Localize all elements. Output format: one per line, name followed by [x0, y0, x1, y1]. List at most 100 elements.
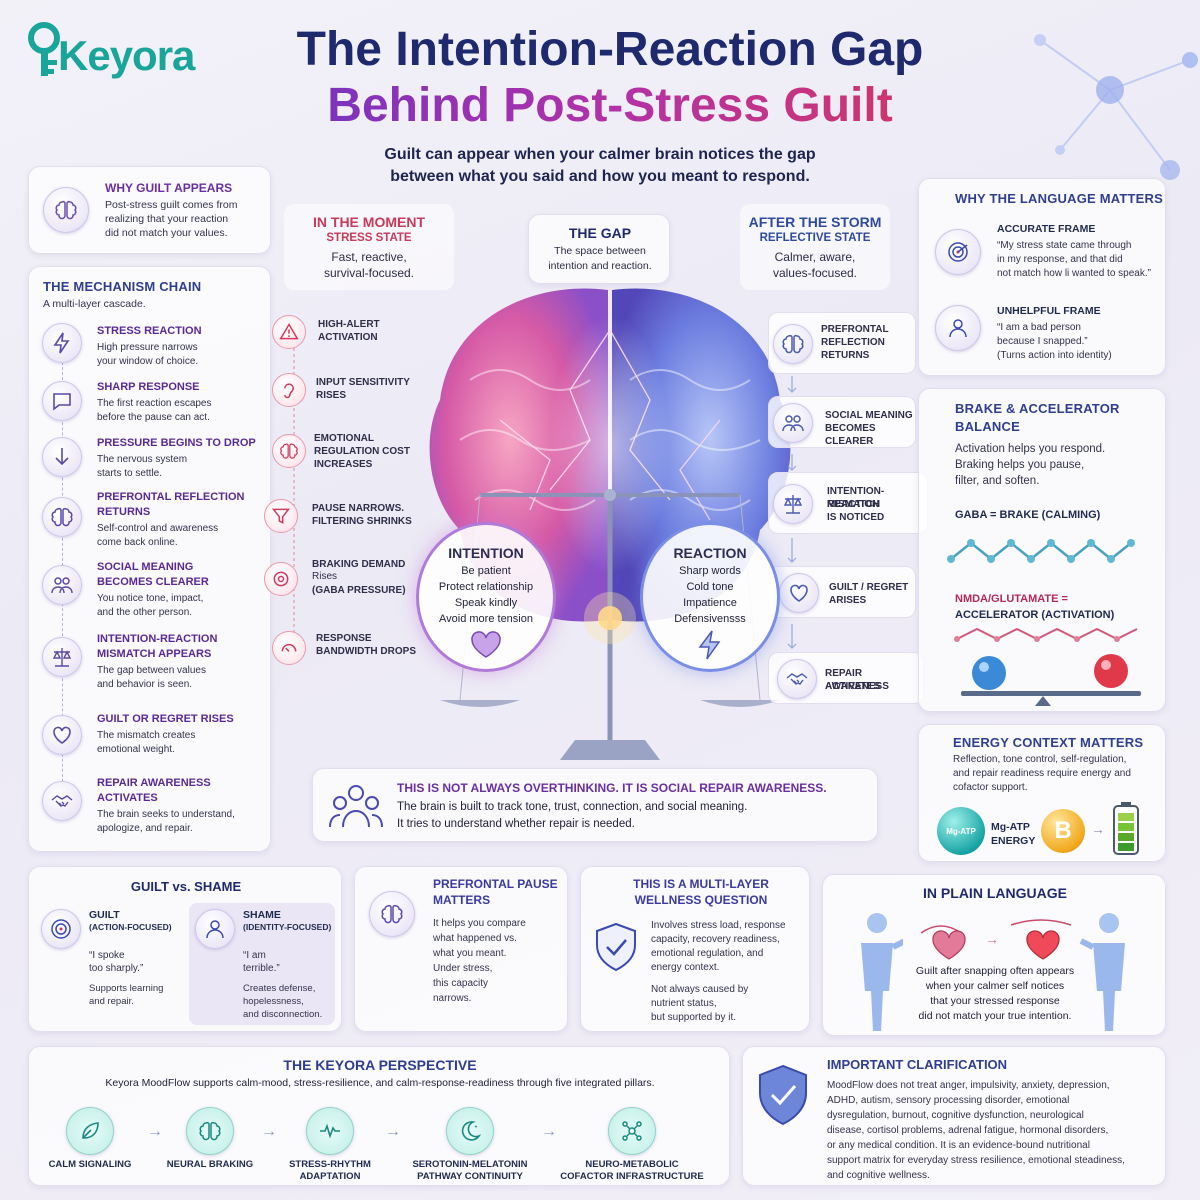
pause-line: what you meant.: [433, 948, 507, 959]
pillar-label-2: COFACTOR INFRASTRUCTURE: [560, 1171, 704, 1182]
moment-item: PAUSE NARROWS. FILTERING SHRINKS: [262, 494, 422, 542]
mechanism-item-title: GUILT OR REGRET RISES: [97, 713, 234, 725]
ear-icon: [272, 373, 306, 407]
moment-item-label-2: REGULATION COST: [314, 446, 410, 457]
storm-item-label-1: REPAIR AWARENESS: [825, 668, 889, 692]
group-people-icon: [329, 785, 383, 828]
mechanism-title: THE MECHANISM CHAIN: [43, 279, 202, 294]
page-title-line2: Behind Post-Stress Guilt: [220, 78, 1000, 134]
brand-name: Keyora: [58, 32, 195, 79]
guilt-text-1: Supports learning: [89, 983, 164, 994]
gap-title: THE GAP: [568, 225, 632, 241]
neuron-network-decoration: [1034, 34, 1198, 180]
funnel-icon: [264, 499, 298, 533]
lightning-icon: [698, 630, 721, 660]
brand-logo: Keyora: [24, 18, 214, 84]
mechanism-item-text-2: apologize, and repair.: [97, 823, 193, 834]
moment-item: HIGH-ALERT ACTIVATION: [270, 310, 420, 358]
target-icon: [935, 229, 981, 275]
people-icon: [773, 403, 813, 443]
clarification-line: ADHD, autism, sensory processing disorde…: [827, 1095, 1070, 1106]
gaba-molecule-icon: [947, 539, 1135, 563]
guilt-quote-1: “I spoke: [89, 950, 125, 961]
moment-item-label-2: BANDWIDTH DROPS: [316, 646, 416, 657]
storm-desc-2: values-focused.: [772, 266, 858, 280]
shield-check-icon: [759, 1064, 807, 1126]
subtitle-line2: between what you said and how you meant …: [390, 168, 810, 185]
mechanism-item: STRESS REACTION High pressure narrows yo…: [29, 319, 272, 379]
unhelpful-text-1: “I am a bad person: [997, 322, 1081, 333]
energy-context-card: ENERGY CONTEXT MATTERS Reflection, tone …: [918, 724, 1166, 862]
brake-icon: [264, 562, 298, 596]
shame-quote-1: “I am: [243, 950, 266, 961]
clarification-card: IMPORTANT CLARIFICATION MoodFlow does no…: [742, 1046, 1166, 1186]
pillar-label-1: SEROTONIN-MELATONIN: [412, 1159, 528, 1170]
mechanism-item-title-2: BECOMES CLEARER: [97, 576, 209, 588]
heart-icon: [779, 573, 819, 613]
mechanism-item-title: SHARP RESPONSE: [97, 381, 200, 393]
energy-text-2: and repair readiness require energy and: [953, 768, 1131, 779]
heart-icon: [42, 715, 82, 755]
storm-item-label-1: GUILT / REGRET: [829, 582, 909, 593]
storm-desc-1: Calmer, aware,: [774, 250, 856, 264]
brain-icon: [773, 324, 813, 364]
brake-text-2: Braking helps you pause,: [955, 459, 1085, 471]
multilayer-line: energy context.: [651, 962, 720, 973]
arrow-down-icon: [42, 437, 82, 477]
clarification-line: dysregulation, burnout, cognitive dysfun…: [827, 1110, 1084, 1121]
moment-arrow-line: [293, 330, 295, 650]
why-guilt-title: WHY GUILT APPEARS: [105, 181, 233, 195]
brake-accelerator-card: BRAKE & ACCELERATOR BALANCE Activation h…: [918, 388, 1166, 712]
language-matters-card: WHY THE LANGUAGE MATTERS ACCURATE FRAME …: [918, 178, 1166, 376]
mechanism-item-title: PREFRONTAL REFLECTION: [97, 491, 245, 503]
mechanism-item-text-1: The mismatch creates: [97, 730, 196, 741]
mechanism-item-title: INTENTION-REACTION: [97, 633, 218, 645]
mechanism-item-text-2: your window of choice.: [97, 356, 199, 367]
brain-icon: [272, 434, 306, 468]
pillar-item: NEURO-METABOLIC COFACTOR INFRASTRUCTURE: [557, 1103, 707, 1183]
multilayer-title-1: THIS IS A MULTI-LAYER: [633, 877, 769, 891]
person-icon: [935, 305, 981, 351]
multilayer-line: capacity, recovery readiness,: [651, 934, 780, 945]
reaction-item: Cold tone: [686, 581, 734, 593]
pause-line: Under stress,: [433, 963, 493, 974]
plain-title: IN PLAIN LANGUAGE: [923, 885, 1067, 901]
mechanism-item-text-2: and behavior is seen.: [97, 679, 193, 690]
pillar-label-1: CALM SIGNALING: [48, 1159, 132, 1170]
plain-line: that your stressed response: [930, 995, 1060, 1007]
moment-item-label-2: ACTIVATION: [318, 332, 378, 343]
storm-state: REFLECTIVE STATE: [759, 232, 871, 244]
arrow-right-icon: →: [261, 1123, 277, 1140]
heart-icon: [1010, 919, 1072, 960]
storm-item-label-2: REFLECTION: [821, 337, 885, 348]
pause-line: this capacity: [433, 978, 489, 989]
after-storm-header: AFTER THE STORM REFLECTIVE STATE Calmer,…: [740, 204, 890, 290]
arrow-right-icon: →: [147, 1123, 163, 1140]
moment-item-label-1: RESPONSE: [316, 633, 372, 644]
handshake-icon: [777, 659, 817, 699]
storm-item-label-2: BECOMES CLEARER: [825, 423, 876, 447]
brain-icon: [186, 1107, 234, 1155]
shame-label: SHAME: [243, 909, 281, 921]
moment-item-label-3: (GABA PRESSURE): [312, 585, 406, 596]
mechanism-item: GUILT OR REGRET RISES The mismatch creat…: [29, 711, 272, 771]
mechanism-item-text-2: and the other person.: [97, 607, 193, 618]
unhelpful-title: UNHELPFUL FRAME: [997, 305, 1101, 317]
intention-item: Protect relationship: [438, 581, 534, 593]
speech-bubble-icon: [42, 381, 82, 421]
shame-sub: (IDENTITY-FOCUSED): [243, 922, 332, 932]
nmda-label-2: ACCELERATOR (ACTIVATION): [955, 609, 1115, 621]
reaction-circle: REACTION Sharp words Cold tone Impatienc…: [640, 522, 780, 672]
mechanism-item-text-1: The first reaction escapes: [97, 398, 212, 409]
reaction-item: Sharp words: [679, 565, 741, 577]
intention-item: Avoid more tension: [439, 613, 533, 625]
balance-seesaw-icon: [954, 627, 1141, 706]
mechanism-item: INTENTION-REACTION MISMATCH APPEARS The …: [29, 631, 272, 701]
mechanism-item-text-2: starts to settle.: [97, 468, 163, 479]
mechanism-item: PREFRONTAL REFLECTION RETURNS Self-contr…: [29, 489, 272, 559]
mechanism-item-title: STRESS REACTION: [97, 325, 202, 337]
shield-check-icon: [596, 922, 636, 972]
mechanism-chain-card: THE MECHANISM CHAIN A multi-layer cascad…: [28, 266, 271, 852]
shame-quote-2: terrible.”: [243, 963, 280, 974]
mechanism-item-text-2: before the pause can act.: [97, 412, 210, 423]
